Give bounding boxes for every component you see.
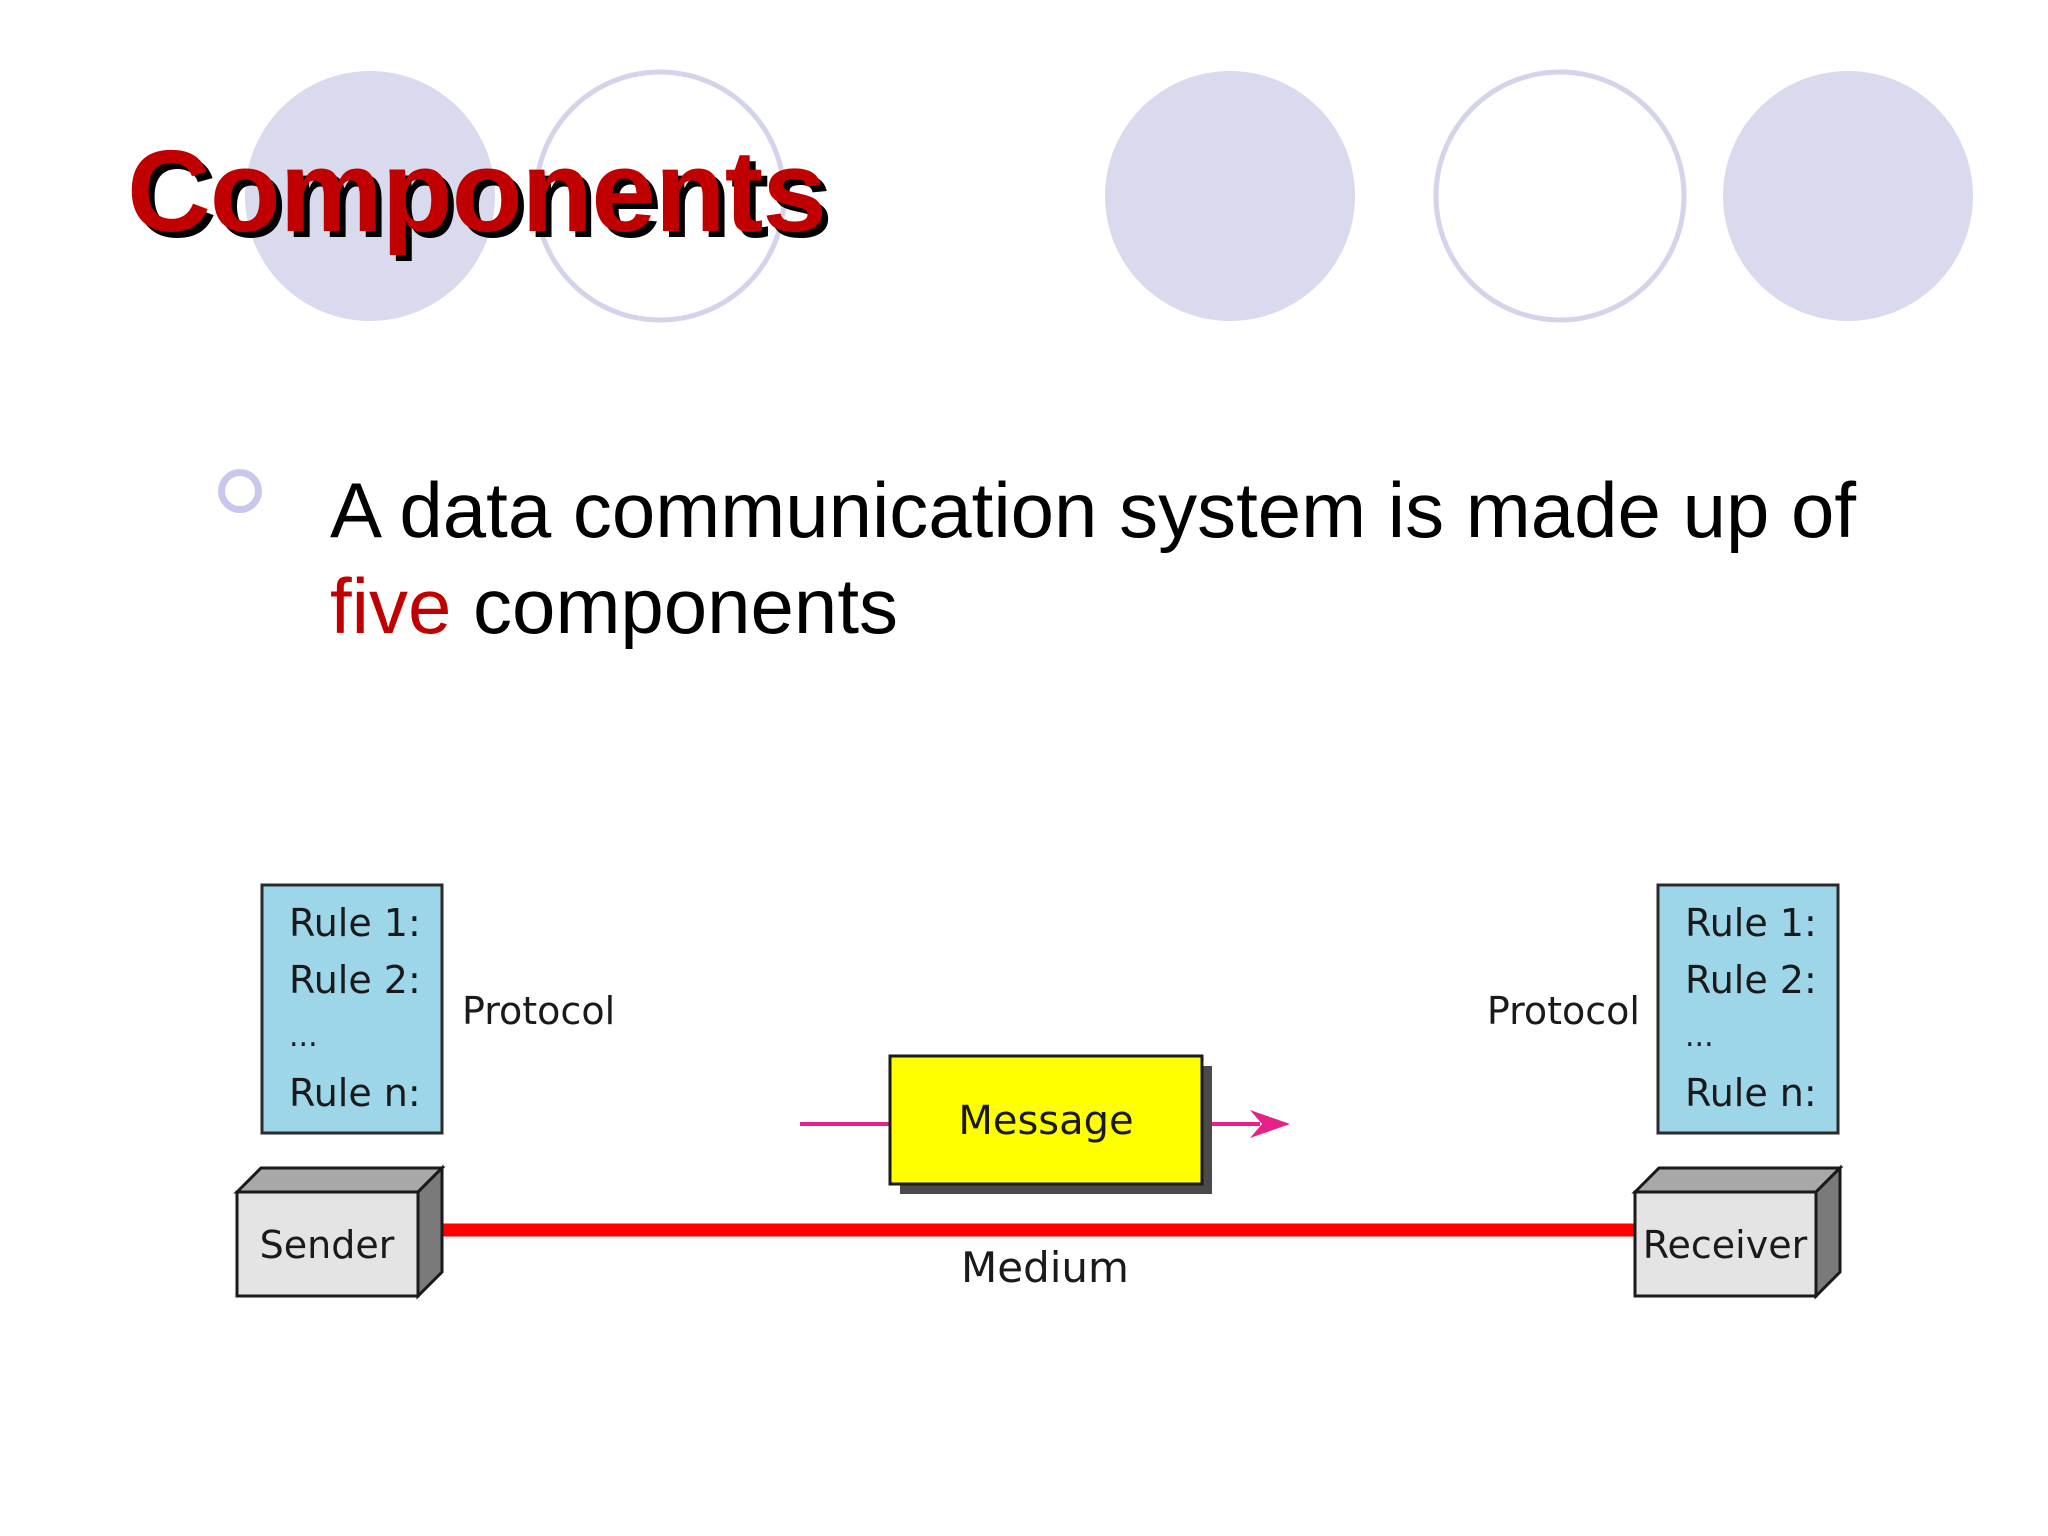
- bullet-circle-icon: [218, 469, 262, 513]
- decor-circle-filled: [1723, 71, 1973, 321]
- receiver-rule-2: Rule 2:: [1685, 958, 1817, 1002]
- bullet-text-before: A data communication system is made up o…: [330, 466, 1857, 554]
- decor-circle-filled: [1105, 71, 1355, 321]
- bullet-text: A data communication system is made up o…: [330, 462, 1890, 654]
- receiver-device: Receiver: [1631, 1164, 1844, 1300]
- receiver-rule-1: Rule 1:: [1685, 901, 1817, 945]
- bullet-text-highlight: five: [330, 562, 452, 650]
- sender-protocol-label: Protocol: [462, 989, 615, 1033]
- sender-rule-n: Rule n:: [289, 1071, 421, 1115]
- message-arrowhead: [1250, 1110, 1290, 1138]
- message-box: Message: [888, 1054, 1212, 1194]
- sender-rule-2: Rule 2:: [289, 958, 421, 1002]
- decor-circle-outline: [533, 69, 787, 323]
- sender-device: Sender: [233, 1164, 446, 1300]
- receiver-label: Receiver: [1643, 1223, 1808, 1267]
- decor-circle-filled: [245, 71, 495, 321]
- bullet-text-after: components: [451, 562, 898, 650]
- slide-title: Components: [127, 126, 827, 256]
- sender-rule-1: Rule 1:: [289, 901, 421, 945]
- sender-protocol-box: Rule 1: Rule 2: ... Rule n:: [260, 883, 444, 1135]
- sender-rule-ellipsis: ...: [289, 1019, 318, 1054]
- medium-label: Medium: [961, 1243, 1129, 1292]
- message-label: Message: [958, 1098, 1133, 1144]
- sender-label: Sender: [260, 1223, 395, 1267]
- receiver-protocol-box: Rule 1: Rule 2: ... Rule n:: [1656, 883, 1840, 1135]
- receiver-rule-ellipsis: ...: [1685, 1019, 1714, 1054]
- receiver-protocol-label: Protocol: [1487, 989, 1640, 1033]
- receiver-rule-n: Rule n:: [1685, 1071, 1817, 1115]
- decor-circle-outline: [1433, 69, 1687, 323]
